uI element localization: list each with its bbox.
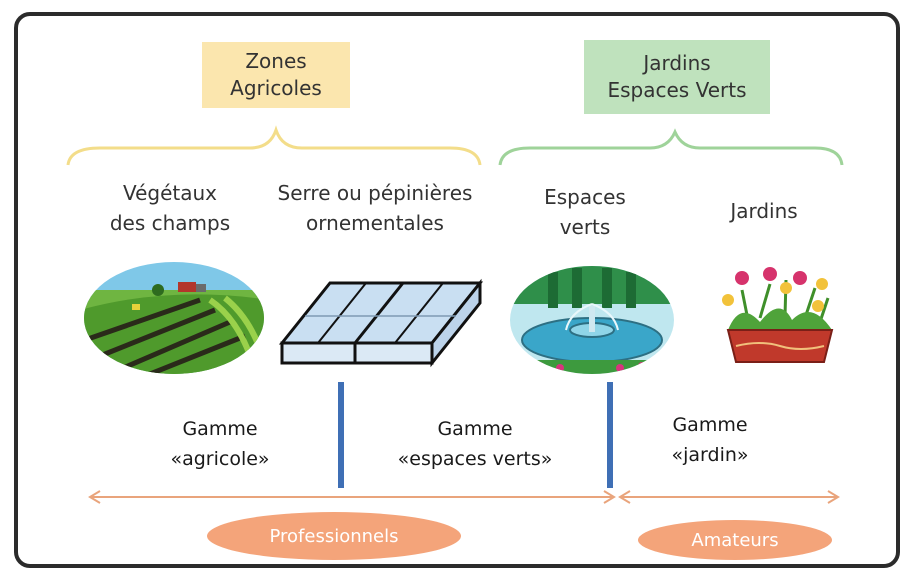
amateurs-pill: Amateurs <box>638 520 832 560</box>
gamme-agricole: Gamme «agricole» <box>150 414 290 474</box>
gamme-espaces-verts-line1: Gamme <box>437 418 513 440</box>
category-jardins: Jardins <box>700 196 828 226</box>
amateurs-label: Amateurs <box>691 529 779 551</box>
divider-left <box>338 382 344 488</box>
category-serre-line1: Serre ou pépinières <box>277 181 473 205</box>
arrow-professionnels <box>88 490 616 504</box>
gamme-espaces-verts: Gamme «espaces verts» <box>380 414 570 474</box>
fountain-park-icon <box>510 266 674 374</box>
gamme-jardin: Gamme «jardin» <box>650 410 770 470</box>
brace-agricole <box>66 125 482 166</box>
arrow-amateurs <box>618 490 840 504</box>
gamme-agricole-line2: «agricole» <box>170 448 270 470</box>
divider-right <box>607 382 613 488</box>
category-serre-line2: ornementales <box>306 211 444 235</box>
field-icon <box>84 262 264 374</box>
flower-box-icon <box>722 267 834 363</box>
zone-jardins-box: Jardins Espaces Verts <box>584 40 770 114</box>
category-jardins-line1: Jardins <box>730 199 798 223</box>
professionnels-label: Professionnels <box>269 525 399 547</box>
category-serre: Serre ou pépinières ornementales <box>262 178 488 238</box>
category-vegetaux-line2: des champs <box>109 211 231 235</box>
category-espaces-verts: Espaces verts <box>520 182 650 242</box>
greenhouse-icon <box>278 278 484 368</box>
gamme-espaces-verts-line2: «espaces verts» <box>397 448 553 470</box>
category-vegetaux: Végétaux des champs <box>86 178 254 238</box>
category-espaces-verts-line1: Espaces <box>544 185 626 209</box>
gamme-agricole-line1: Gamme <box>182 418 258 440</box>
gamme-jardin-line2: «jardin» <box>671 444 749 466</box>
category-espaces-verts-line2: verts <box>559 215 611 239</box>
zone-jardins-line2: Espaces Verts <box>607 78 747 102</box>
category-vegetaux-line1: Végétaux <box>122 181 218 205</box>
zone-agricoles-box: Zones Agricoles <box>202 42 350 108</box>
zone-agricoles-line2: Agricoles <box>230 76 322 100</box>
gamme-jardin-line1: Gamme <box>672 414 748 436</box>
zone-agricoles-line1: Zones <box>245 49 307 73</box>
brace-jardin <box>498 128 844 166</box>
zone-jardins-line1: Jardins <box>643 51 711 75</box>
professionnels-pill: Professionnels <box>207 512 461 560</box>
